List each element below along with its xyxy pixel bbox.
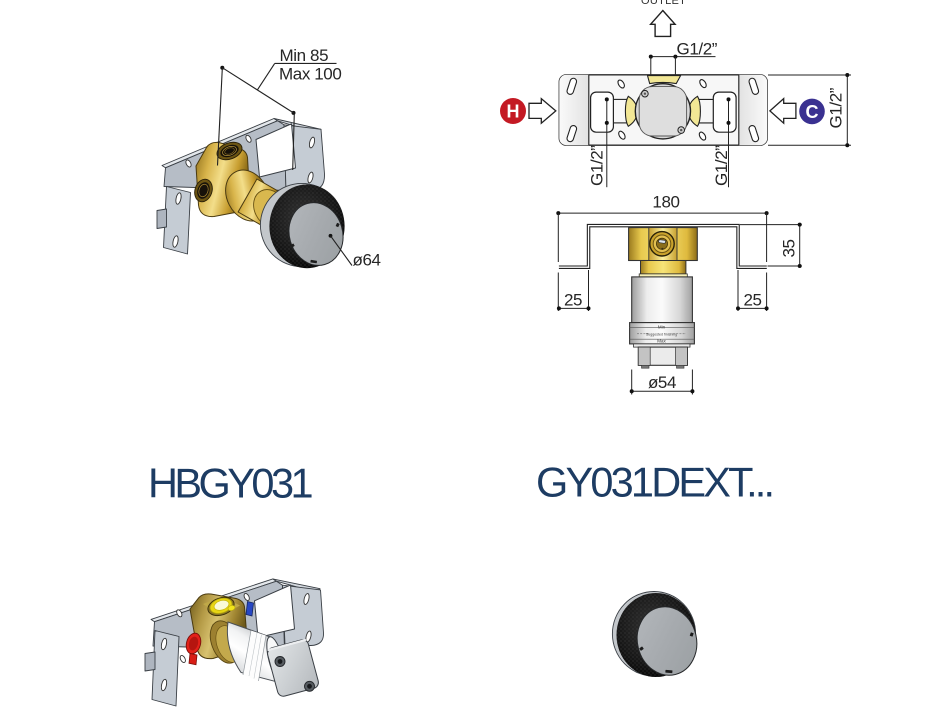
svg-text:25: 25 [564,290,582,309]
svg-text:Suggested finishing: Suggested finishing [646,332,677,336]
svg-text:Min: Min [658,325,666,330]
svg-text:Max 100: Max 100 [279,65,341,84]
svg-text:ø64: ø64 [353,251,381,270]
svg-text:Max: Max [657,339,666,344]
svg-text:G1/2”: G1/2” [588,145,607,186]
svg-text:C: C [806,102,819,122]
svg-text:25: 25 [743,290,761,309]
svg-text:35: 35 [780,239,799,257]
svg-text:G1/2”: G1/2” [677,40,718,59]
svg-text:H: H [507,102,520,122]
svg-text:HBGY031: HBGY031 [148,460,312,507]
svg-text:180: 180 [652,193,679,212]
svg-text:G1/2”: G1/2” [712,145,731,186]
svg-text:G1/2”: G1/2” [827,87,846,128]
svg-text:Min 85: Min 85 [280,46,329,65]
svg-text:ø54: ø54 [648,373,676,392]
svg-text:OUTLET: OUTLET [641,0,686,7]
svg-text:GY031DEXT...: GY031DEXT... [536,459,772,506]
